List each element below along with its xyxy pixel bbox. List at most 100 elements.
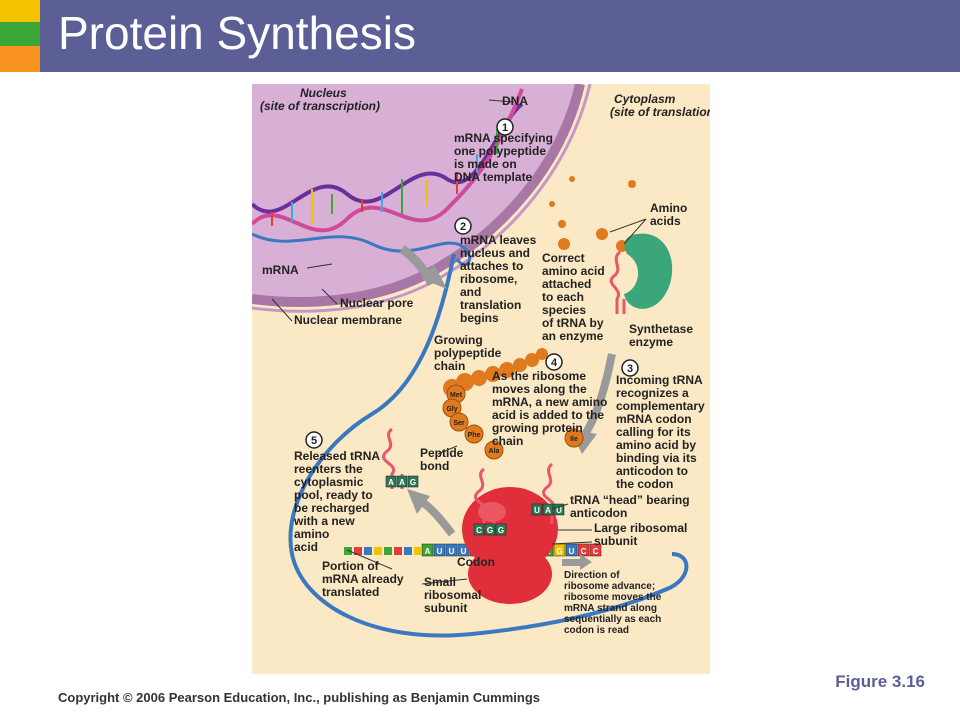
title-bar [40, 0, 960, 72]
dna-helix [250, 88, 524, 233]
a-site-anticodon-base: U [553, 503, 565, 516]
step-number: 2 [460, 221, 466, 233]
a-site-anticodon-base: U [531, 503, 543, 516]
mrna-base: C [577, 543, 590, 557]
dna-label: DNA [502, 94, 528, 108]
step-5-text-line: cytoplasmic [294, 475, 364, 489]
step-3-text-line: amino acid by [616, 438, 696, 452]
a-site-anticodon-letter: U [534, 506, 540, 515]
step-number: 3 [627, 363, 633, 375]
trna-a-site [542, 462, 556, 524]
nuclear-pore-label: Nuclear pore [340, 296, 414, 310]
step-1-text-line: mRNA specifying [454, 131, 553, 145]
step-4-text-line: acid is added to the [492, 408, 604, 422]
mrna-base-letter: U [569, 547, 575, 556]
translated-base [414, 547, 422, 555]
amino-acid-phe: Phe [464, 424, 484, 444]
amino-acid-ala: Ala [484, 440, 504, 460]
a-site-anticodon-letter: U [556, 506, 562, 515]
released-anticodon-base: G [407, 475, 419, 488]
step-5-circle: 5 [305, 431, 323, 449]
p-site-anticodon-base: G [495, 523, 507, 536]
step-2-text-line: and [460, 285, 481, 299]
step-number: 1 [502, 122, 508, 134]
leader-lines [271, 99, 647, 585]
amino-acid-label: Ala [489, 448, 500, 455]
growing-chain-label-line: polypeptide [434, 346, 502, 360]
step-5-text-line: acid [294, 540, 318, 554]
step-3-text-line: binding via its [616, 451, 697, 465]
step-5-text-line: be recharged [294, 501, 369, 515]
correct-amino-acid-label-line: attached [542, 277, 591, 291]
mrna-base-letter: A [425, 547, 431, 556]
amino-acid-ser: Ser [449, 412, 469, 432]
step-number: 4 [551, 357, 558, 369]
step-5-text-line: Released tRNA [294, 449, 380, 463]
released-anticodon-letter: G [410, 478, 416, 487]
free-amino-acids [549, 176, 636, 252]
translated-base [404, 547, 412, 555]
synthetase-enzyme-shape [624, 233, 673, 309]
small-subunit-label-line: subunit [424, 601, 467, 615]
mrna-strand-cytoplasm [288, 253, 689, 638]
step-3-text-line: mRNA codon [616, 412, 692, 426]
small-ribosomal-subunit-shape [468, 544, 552, 604]
released-anticodon-letter: A [399, 478, 405, 487]
peptide-bond-label-line: bond [420, 459, 449, 473]
step-2-text-line: ribosome, [460, 272, 517, 286]
amino-acid-label: Phe [468, 432, 481, 439]
p-site-anticodon-base: G [484, 523, 496, 536]
accent-block-green [0, 22, 40, 46]
step-4-text-line: growing protein [492, 421, 583, 435]
nucleus-title: Nucleus [300, 86, 347, 100]
direction-arrow [562, 559, 580, 566]
mrna-base-letter: C [593, 547, 599, 556]
a-site-anticodon-letter: A [545, 506, 551, 515]
step-1-circle: 1 [496, 118, 514, 136]
amino-acid-ile: Ile [564, 428, 584, 448]
step-4-text-line: moves along the [492, 382, 587, 396]
correct-amino-acid-label-line: species [542, 303, 586, 317]
translated-base [394, 547, 402, 555]
mrna-base-letter: U [461, 547, 467, 556]
growing-chain-label-line: Growing [434, 333, 483, 347]
step-1-text-line: is made on [454, 157, 517, 171]
portion-mrna-label-line: Portion of [322, 559, 380, 573]
small-subunit-label-line: ribosomal [424, 588, 481, 602]
large-subunit-label-line: Large ribosomal [594, 521, 687, 535]
step-4-text-line: chain [492, 434, 523, 448]
mrna-base-letter: C [581, 547, 587, 556]
step-2-text-line: nucleus and [460, 246, 530, 260]
peptide-bond-label-line: Peptide [420, 446, 464, 460]
correct-amino-acid-label-line: amino acid [542, 264, 605, 278]
correct-amino-acid-label-line: of tRNA by [542, 316, 604, 330]
translated-base [364, 547, 372, 555]
step-5-text-line: amino [294, 527, 329, 541]
a-site-anticodon-base: A [542, 503, 554, 516]
trna-head-label-line: anticodon [570, 506, 627, 520]
amino-acids-label-line: Amino [650, 201, 687, 215]
mrna-base: U [565, 543, 578, 557]
amino-acid-label: Ile [570, 436, 578, 443]
nucleus-subtitle: (site of transcription) [260, 99, 380, 113]
step-4-text-line: mRNA, a new amino [492, 395, 607, 409]
translated-base [354, 547, 362, 555]
slide-title: Protein Synthesis [58, 7, 416, 59]
step-2-text-line: begins [460, 311, 499, 325]
direction-label-line: sequentially as each [564, 614, 661, 625]
correct-amino-acid-label-line: to each [542, 290, 584, 304]
step-4-circle: 4 [545, 353, 563, 371]
step-5-text-line: with a new [293, 514, 355, 528]
p-site-anticodon-letter: G [498, 526, 504, 535]
step-1-text-line: DNA template [454, 170, 533, 184]
synthetase-label-line: Synthetase [629, 322, 693, 336]
step-1-text-line: one polypeptide [454, 144, 546, 158]
